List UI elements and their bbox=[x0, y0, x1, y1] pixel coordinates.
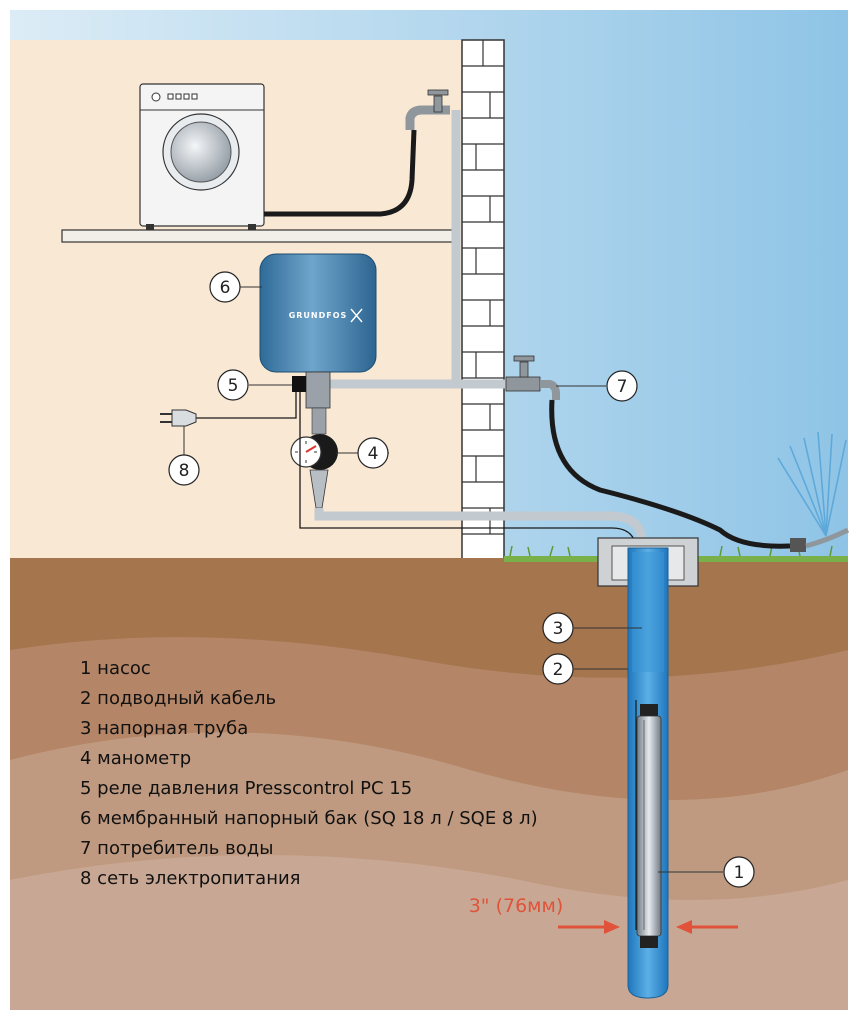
callout-5: 5 bbox=[217, 369, 249, 401]
pressure-switch bbox=[292, 376, 306, 392]
svg-text:8: 8 bbox=[179, 461, 190, 481]
power-plug-icon bbox=[160, 409, 197, 427]
plug-cable bbox=[196, 392, 297, 419]
svg-text:7: 7 bbox=[617, 377, 628, 397]
callout-4: 4 bbox=[357, 437, 389, 469]
upper-tap bbox=[405, 89, 450, 130]
svg-text:5: 5 bbox=[228, 376, 239, 396]
shelf bbox=[61, 229, 455, 243]
svg-text:1: 1 bbox=[734, 863, 745, 883]
callout-1: 1 bbox=[723, 856, 755, 888]
legend-item: 5 реле давления Presscontrol PC 15 bbox=[80, 778, 412, 799]
pressure-tank: GRUNDFOS bbox=[259, 253, 377, 373]
svg-text:2: 2 bbox=[553, 660, 564, 680]
callout-7: 7 bbox=[606, 370, 638, 402]
pressure-gauge bbox=[290, 434, 338, 470]
washer-hose bbox=[264, 129, 417, 217]
callout-6: 6 bbox=[209, 271, 241, 303]
legend: 1 насос 2 подводный кабель 3 напорная тр… bbox=[80, 658, 538, 889]
legend-item: 1 насос bbox=[80, 658, 151, 679]
tank-stem bbox=[305, 371, 331, 409]
submersible-pump bbox=[636, 704, 662, 948]
legend-item: 2 подводный кабель bbox=[80, 688, 276, 709]
sprinkler-connector bbox=[790, 538, 806, 552]
garden-hose bbox=[549, 399, 791, 549]
well-diameter-label: 3" (76мм) bbox=[469, 895, 564, 917]
sprinkler-spray bbox=[777, 431, 847, 537]
legend-item: 8 сеть электропитания bbox=[80, 868, 301, 889]
legend-item: 4 манометр bbox=[80, 748, 191, 769]
legend-item: 6 мембранный напорный бак (SQ 18 л / SQE… bbox=[80, 808, 538, 829]
outside-tap bbox=[505, 355, 560, 400]
brick-wall bbox=[461, 39, 505, 563]
callout-2: 2 bbox=[542, 653, 574, 685]
legend-item: 7 потребитель воды bbox=[80, 838, 273, 859]
grundfos-logo-icon bbox=[350, 308, 363, 323]
svg-text:4: 4 bbox=[368, 444, 379, 464]
svg-text:3: 3 bbox=[553, 619, 564, 639]
sprinkler-pipe bbox=[805, 527, 850, 549]
callout-8: 8 bbox=[168, 454, 200, 486]
callout-3: 3 bbox=[542, 612, 574, 644]
leader-lines bbox=[183, 286, 723, 873]
diameter-arrows bbox=[558, 920, 738, 934]
washing-machine bbox=[139, 83, 265, 230]
gauge-pipe bbox=[311, 407, 327, 435]
svg-text:6: 6 bbox=[220, 278, 231, 298]
legend-item: 3 напорная труба bbox=[80, 718, 248, 739]
tank-brand: GRUNDFOS bbox=[289, 311, 348, 320]
